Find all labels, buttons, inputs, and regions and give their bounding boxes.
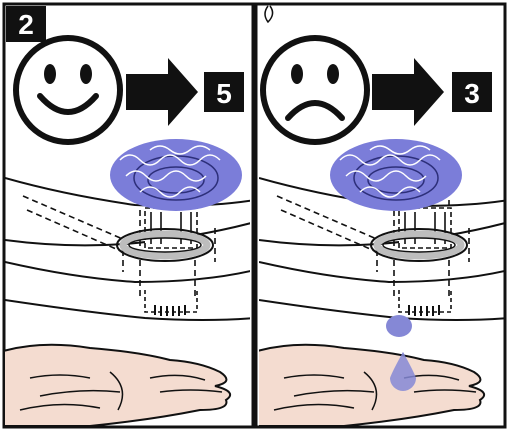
right-arrow-icon bbox=[126, 58, 198, 126]
hand-icon bbox=[5, 343, 232, 426]
frowny-face-icon bbox=[260, 35, 370, 145]
step-number: 2 bbox=[18, 9, 34, 40]
right-arrow-icon bbox=[372, 58, 444, 126]
gasket-ring bbox=[370, 228, 468, 262]
rating-bad: 3 bbox=[464, 78, 480, 109]
panel-good bbox=[5, 139, 250, 426]
rating-badge-good bbox=[204, 72, 244, 112]
water-surface bbox=[110, 139, 242, 211]
rating-badge-bad bbox=[452, 72, 492, 112]
step-badge bbox=[6, 6, 46, 42]
gasket-ring bbox=[116, 228, 214, 262]
corner-mark bbox=[264, 5, 274, 24]
rating-good: 5 bbox=[216, 78, 232, 109]
smiley-face-icon bbox=[13, 35, 123, 145]
water-surface bbox=[330, 139, 462, 211]
panel-bad bbox=[259, 139, 504, 426]
hand-icon bbox=[259, 343, 486, 426]
